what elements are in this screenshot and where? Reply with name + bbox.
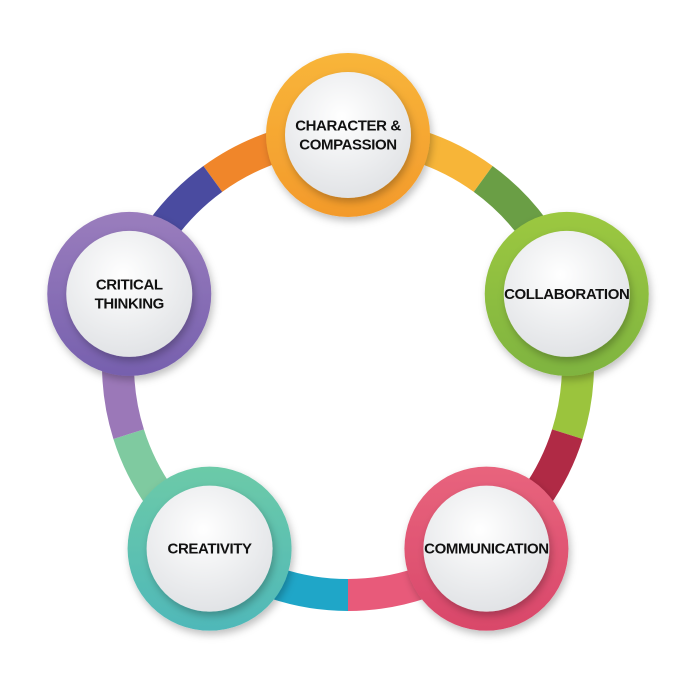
node-face <box>146 485 273 612</box>
node-label: COLLABORATION <box>504 286 629 303</box>
node-face <box>285 72 411 198</box>
node-creativity: CREATIVITY <box>127 466 292 631</box>
node-face <box>66 230 193 357</box>
node-label: CHARACTER & <box>295 118 401 135</box>
node-label: CRITICAL <box>96 276 163 293</box>
node-label: CREATIVITY <box>168 541 252 558</box>
node-collaboration: COLLABORATION <box>484 211 649 376</box>
node-critical-thinking: CRITICAL THINKING <box>47 211 212 376</box>
node-face <box>503 230 630 357</box>
node-face <box>423 485 550 612</box>
node-communication: COMMUNICATION <box>404 466 569 631</box>
node-label: COMPASSION <box>299 137 396 154</box>
node-label: COMMUNICATION <box>424 541 549 558</box>
nodes: CHARACTER & COMPASSION COLLABORATION COMMUN… <box>47 53 649 631</box>
node-label: THINKING <box>95 295 164 312</box>
node-character-compassion: CHARACTER & COMPASSION <box>266 53 430 217</box>
